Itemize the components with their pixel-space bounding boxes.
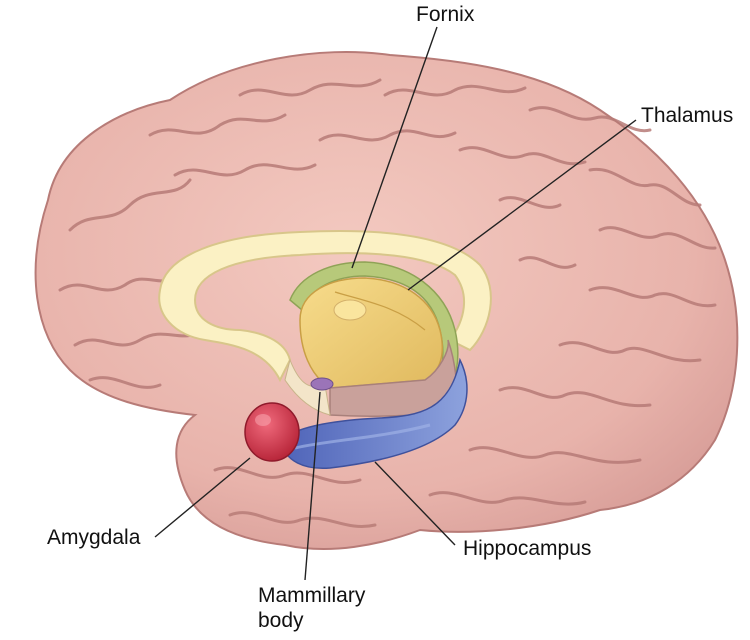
thalamus-label: Thalamus [641,104,734,127]
mammillary-leader [304,391,321,581]
mammillary-label-line1: Mammillary [258,584,366,607]
amygdala-structure [244,402,300,462]
amygdala-label: Amygdala [47,526,141,549]
leader-lines [154,26,637,581]
hippocampus-leader [374,461,456,546]
hippocampus-label: Hippocampus [463,537,592,560]
fornix-leader [351,26,438,269]
thalamus-nucleus [333,299,367,321]
mammillary-label-line2: body [258,609,304,632]
fornix-label: Fornix [416,3,475,26]
amygdala-leader [154,457,251,538]
thalamus-leader [407,119,637,291]
mammillary-body-structure [310,377,334,391]
cortical-folds [58,78,717,528]
corpus-callosum [158,229,492,383]
